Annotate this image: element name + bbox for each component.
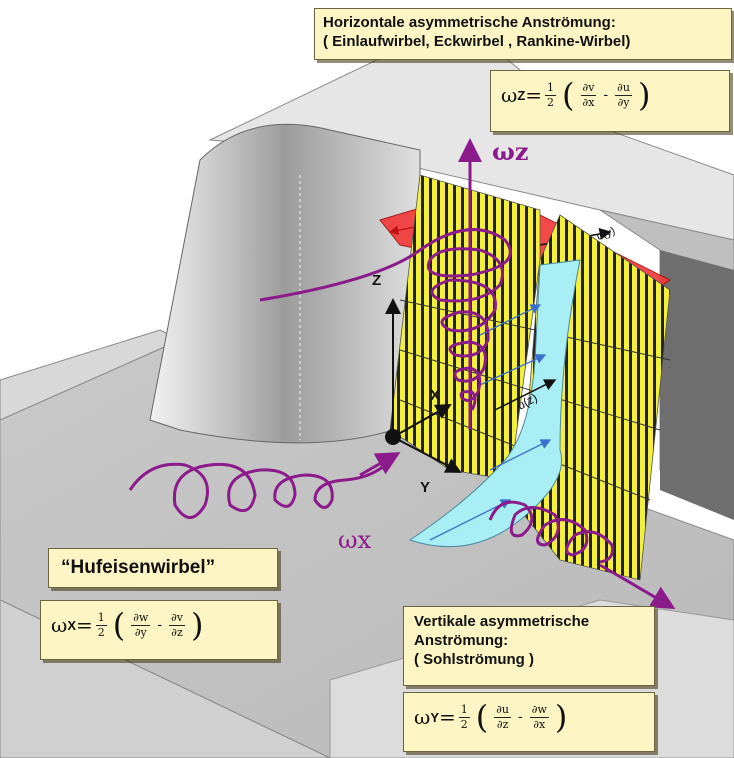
vertical-velocity-profile [408, 259, 581, 548]
label-omega-z: ωz [492, 137, 528, 166]
right-paren: ) [637, 76, 651, 114]
vertical-flow-subtitle: ( Sohlströmung ) [414, 651, 534, 668]
cyan-profile-surface [408, 259, 581, 548]
equals-sign: = [75, 613, 93, 637]
omega-x-spiral [128, 462, 386, 519]
right-paren: ) [190, 606, 204, 644]
vertical-flow-title-2: Anströmung: [414, 632, 509, 649]
horizontal-flow-title: Horizontale asymmetrische Anströmung: [323, 14, 616, 31]
minus-sign: - [157, 617, 163, 633]
omega-z-spiral [259, 228, 512, 411]
label-axis-y: Y [420, 479, 430, 496]
label-u-y: u(y) [595, 225, 617, 243]
minus-sign: - [603, 87, 609, 103]
omega-y-arrow [599, 563, 676, 610]
grid-rail-2 [399, 349, 661, 431]
vortex-omega-y [488, 500, 676, 610]
coordinate-axes [385, 298, 462, 473]
axis-y-line [392, 436, 462, 473]
vortex-omega-z [259, 138, 512, 430]
fraction-2: ∂u∂y [615, 80, 632, 109]
omega-x-arrow [359, 452, 401, 477]
left-paren: ( [112, 606, 126, 644]
u-z-arrow [494, 379, 557, 411]
omega-y-spiral [488, 500, 614, 564]
omega-subscript: Z [517, 87, 526, 103]
fraction-1: ∂v∂x [580, 80, 597, 109]
fraction-2: ∂w∂x [529, 702, 549, 731]
horizontal-flow-box: Horizontale asymmetrische Anströmung: ( … [314, 8, 732, 60]
label-omega-x: ωx [338, 526, 372, 554]
omega-symbol: ω [51, 613, 68, 637]
omega-symbol: ω [501, 83, 518, 107]
cyan-arrow-2 [479, 354, 547, 386]
omega-symbol: ω [414, 705, 431, 729]
right-paren: ) [554, 698, 568, 736]
minus-sign: - [518, 709, 523, 725]
equals-sign: = [438, 705, 456, 729]
vortex-omega-x [128, 452, 401, 519]
axis-x-line [392, 404, 452, 438]
right-wall [660, 250, 734, 520]
left-paren: ( [562, 76, 575, 114]
fraction-1: ∂u∂z [494, 702, 512, 731]
vertical-flow-title: Vertikale asymmetrische [414, 613, 590, 630]
omega-subscript: X [67, 617, 76, 633]
cyan-arrow-1 [479, 304, 542, 336]
equals-sign: = [525, 83, 543, 107]
fraction-1: ∂w∂y [131, 610, 151, 639]
label-axis-z: Z [372, 272, 381, 289]
fraction-2: ∂v∂z [169, 610, 185, 639]
vertical-flow-box: Vertikale asymmetrische Anströmung: ( So… [403, 606, 655, 686]
horseshoe-vortex-title: “Hufeisenwirbel” [61, 557, 216, 578]
grid-rail-1 [399, 299, 671, 361]
horseshoe-vortex-title-box: “Hufeisenwirbel” [48, 548, 278, 588]
label-axis-x: X [430, 387, 440, 404]
omega-subscript: Y [430, 709, 439, 725]
origin-dot [385, 429, 401, 445]
left-paren: ( [475, 698, 489, 736]
cyan-arrow-3 [489, 439, 552, 471]
horizontal-flow-subtitle: ( Einlaufwirbel, Eckwirbel , Rankine-Wir… [323, 33, 631, 50]
